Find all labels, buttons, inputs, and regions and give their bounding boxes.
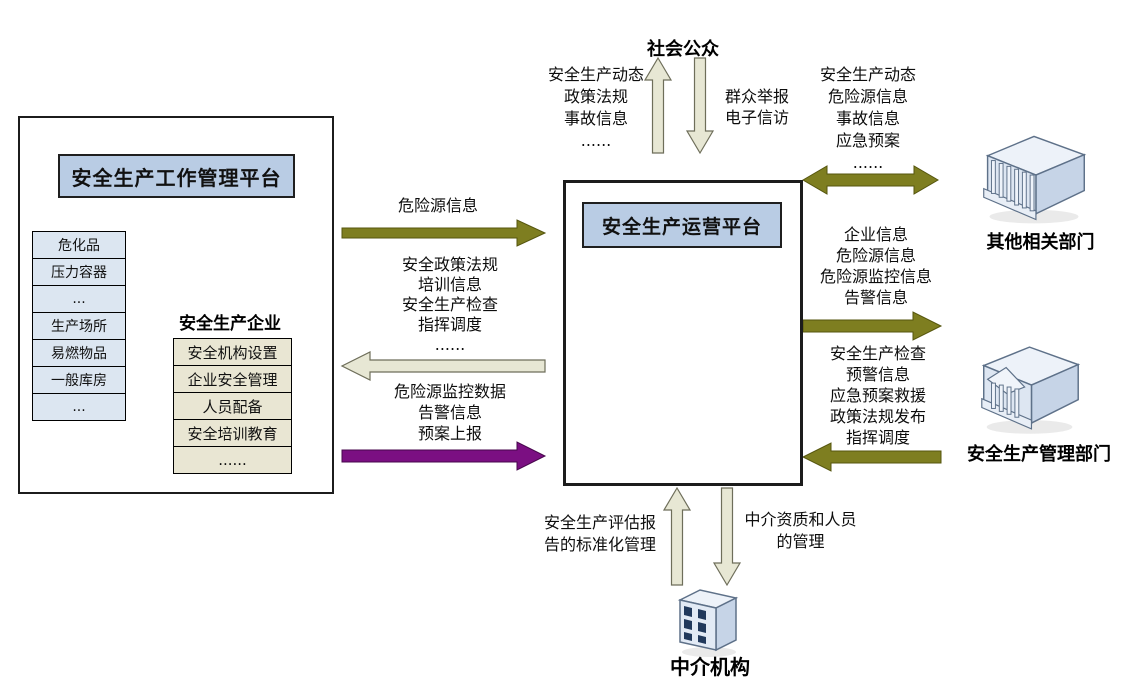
flow-platform-other-depts-text: 安全生产动态 危险源信息 事故信息 应急预案 ...... bbox=[788, 64, 948, 174]
enterprise-label: 安全生产企业 bbox=[179, 314, 281, 334]
arrow-other-depts-bidirectional bbox=[802, 165, 939, 195]
flow-intermediary-to-platform-text: 安全生产评估报 告的标准化管理 bbox=[505, 512, 695, 556]
flow-line: ...... bbox=[434, 335, 466, 354]
flow-platform-to-enterprise-text: 安全政策法规 培训信息 安全生产检查 指挥调度 ...... bbox=[365, 255, 535, 355]
flow-line: 安全生产动态 bbox=[819, 65, 916, 84]
list-item: ... bbox=[32, 285, 126, 313]
flow-line: 应急预案救援 bbox=[829, 386, 926, 405]
flow-line: 告的标准化管理 bbox=[543, 535, 656, 554]
flow-line: 安全生产评估报 bbox=[543, 513, 656, 532]
other-departments-label: 其他相关部门 bbox=[986, 232, 1095, 253]
list-item: 生产场所 bbox=[32, 312, 126, 340]
operation-platform-title: 安全生产运营平台 bbox=[582, 202, 782, 248]
enterprise-management-list: 安全机构设置 企业安全管理 人员配备 安全培训教育 ...... bbox=[173, 338, 292, 474]
list-item: ...... bbox=[173, 446, 292, 474]
arrow-hazard-info-right bbox=[341, 219, 547, 247]
flow-line: 政策法规发布 bbox=[829, 407, 926, 426]
list-item: 人员配备 bbox=[173, 392, 292, 420]
arrow-platform-to-enterprise-left bbox=[340, 351, 546, 381]
flow-platform-to-admin-text: 企业信息 危险源信息 危险源监控信息 告警信息 bbox=[791, 224, 961, 308]
flow-line: 培训信息 bbox=[417, 275, 482, 294]
flow-line: 安全政策法规 bbox=[401, 255, 498, 274]
flow-platform-to-public-text: 安全生产动态 政策法规 事故信息 ...... bbox=[516, 64, 676, 152]
flow-line: 告警信息 bbox=[843, 288, 908, 307]
flow-platform-to-intermediary-text: 中介资质和人员 的管理 bbox=[713, 509, 888, 553]
flow-line: 预警信息 bbox=[845, 365, 910, 384]
flow-line: 危险源监控数据 bbox=[393, 382, 506, 401]
public-node-label: 社会公众 bbox=[647, 39, 719, 60]
flow-line: 安全生产检查 bbox=[829, 344, 926, 363]
flow-line: 事故信息 bbox=[563, 109, 628, 128]
list-item: ... bbox=[32, 393, 126, 421]
flow-line: 危险源信息 bbox=[835, 246, 916, 265]
arrow-intermediary-down bbox=[712, 487, 742, 587]
flow-enterprise-monitor-text: 危险源监控数据 告警信息 预案上报 bbox=[360, 381, 540, 444]
flow-line: 危险源信息 bbox=[827, 87, 908, 106]
flow-line: 企业信息 bbox=[843, 225, 908, 244]
flow-public-to-platform-text: 群众举报 电子信访 bbox=[697, 86, 817, 128]
list-item: 安全培训教育 bbox=[173, 419, 292, 447]
arrow-public-up bbox=[643, 56, 673, 154]
intermediary-label: 中介机构 bbox=[670, 655, 750, 679]
work-management-platform-title: 安全生产工作管理平台 bbox=[58, 154, 295, 198]
flow-enterprise-to-platform-text: 危险源信息 bbox=[358, 195, 518, 216]
arrow-to-admin-right bbox=[802, 311, 943, 341]
list-item: 易燃物品 bbox=[32, 339, 126, 367]
flow-line: 危险源监控信息 bbox=[819, 267, 932, 286]
flow-line: 指挥调度 bbox=[417, 315, 482, 334]
operation-platform-title-text: 安全生产运营平台 bbox=[601, 215, 762, 238]
arrow-intermediary-up bbox=[662, 486, 692, 586]
admin-building-icon bbox=[981, 346, 1079, 435]
flow-line: 电子信访 bbox=[724, 108, 789, 127]
list-item: 危化品 bbox=[32, 231, 126, 259]
government-building-icon bbox=[982, 135, 1086, 225]
office-building-icon bbox=[679, 589, 737, 658]
arrow-monitor-data-right bbox=[341, 441, 547, 471]
list-item: 企业安全管理 bbox=[173, 365, 292, 393]
arrow-from-admin-left bbox=[801, 442, 942, 472]
flow-line: 政策法规 bbox=[563, 87, 628, 106]
list-item: 压力容器 bbox=[32, 258, 126, 286]
hazard-category-list: 危化品 压力容器 ... 生产场所 易燃物品 一般库房 ... bbox=[32, 231, 126, 421]
flow-line: 预案上报 bbox=[417, 424, 482, 443]
flow-line: 危险源信息 bbox=[397, 196, 478, 215]
flow-line: 安全生产动态 bbox=[547, 65, 644, 84]
flow-line: 安全生产检查 bbox=[401, 295, 498, 314]
flow-line: 中介资质和人员 bbox=[744, 510, 857, 529]
list-item: 安全机构设置 bbox=[173, 338, 292, 366]
flow-line: ...... bbox=[580, 131, 612, 150]
safety-admin-label: 安全生产管理部门 bbox=[967, 444, 1111, 465]
flow-line: ...... bbox=[852, 153, 884, 172]
flow-admin-to-platform-text: 安全生产检查 预警信息 应急预案救援 政策法规发布 指挥调度 bbox=[793, 343, 963, 448]
flow-line: 告警信息 bbox=[417, 403, 482, 422]
flow-line: 群众举报 bbox=[724, 87, 789, 106]
flow-line: 指挥调度 bbox=[845, 428, 910, 447]
flow-line: 的管理 bbox=[776, 532, 825, 551]
arrow-public-down bbox=[685, 57, 715, 155]
flow-line: 事故信息 bbox=[835, 109, 900, 128]
flow-line: 应急预案 bbox=[835, 131, 900, 150]
work-management-platform-title-text: 安全生产工作管理平台 bbox=[71, 165, 282, 190]
list-item: 一般库房 bbox=[32, 366, 126, 394]
